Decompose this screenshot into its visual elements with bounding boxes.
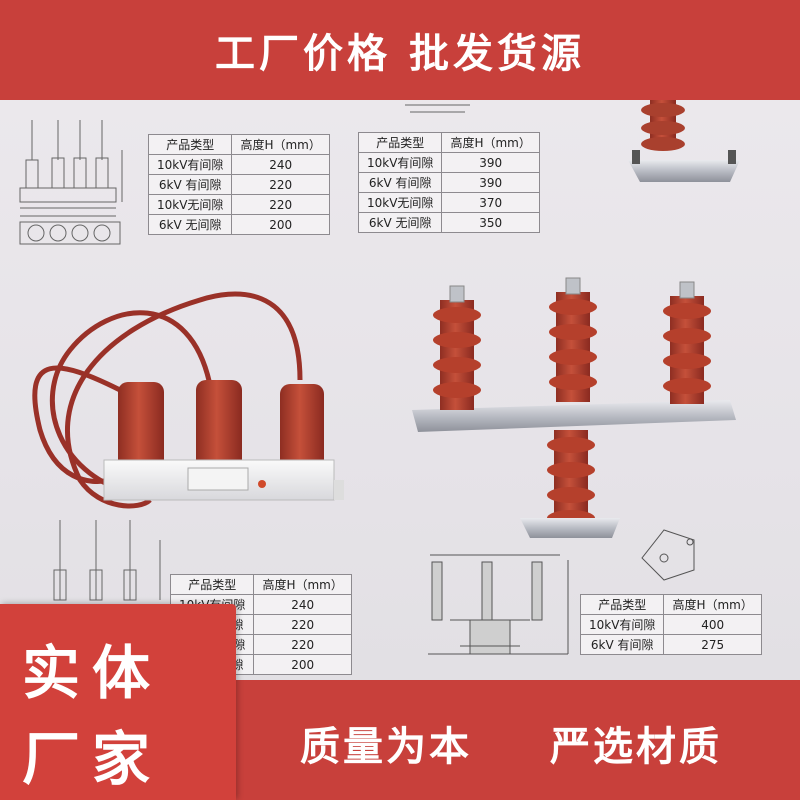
cell-type: 6kV 无间隙 [357,212,443,233]
cell-height: 220 [253,614,352,635]
header-type: 产品类型 [169,574,255,595]
header-height: 高度H（mm） [253,574,352,595]
slogan-right: 严选材质 [550,724,722,770]
cell-height: 220 [231,174,330,195]
cell-height: 200 [253,654,352,675]
cell-height: 370 [441,192,540,213]
drawing-bottom-left [53,520,161,601]
header-height: 高度H（mm） [663,594,762,615]
top-banner: 工厂价格 批发货源 [0,0,800,100]
factory-badge: 实体 厂家 [0,604,236,800]
header-height: 高度H（mm） [231,134,330,155]
header-height: 高度H（mm） [441,132,540,153]
cell-height: 220 [231,194,330,215]
slogan-left: 质量为本 [300,724,472,770]
cell-height: 350 [441,212,540,233]
cell-type: 10kV有间隙 [357,152,443,173]
badge-line-1: 实体 [22,639,163,707]
cell-height: 390 [441,172,540,193]
cell-height: 390 [441,152,540,173]
cell-type: 10kV无间隙 [147,194,233,215]
drawing-top-left [19,120,123,245]
combined-arrester [32,291,344,509]
cell-type: 10kV有间隙 [147,154,233,175]
cell-type: 10kV有间隙 [579,614,665,635]
product-illustration [19,100,740,655]
cell-height: 240 [231,154,330,175]
cell-type: 10kV无间隙 [357,192,443,213]
header-type: 产品类型 [579,594,665,615]
crossbar-arrester [412,277,736,538]
drawing-bottom-center [428,554,569,655]
cell-height: 200 [231,214,330,235]
arrester-top-right [628,100,740,182]
header-type: 产品类型 [357,132,443,153]
drawing-top-middle [405,104,470,113]
header-type: 产品类型 [147,134,233,155]
cell-type: 6kV 有间隙 [147,174,233,195]
drawing-base-plate [641,529,695,581]
cell-type: 6kV 无间隙 [147,214,233,235]
cell-height: 275 [663,634,762,655]
badge-line-2: 厂家 [22,725,163,793]
cell-type: 6kV 有间隙 [357,172,443,193]
cell-height: 400 [663,614,762,635]
banner-title: 工厂价格 批发货源 [215,31,585,77]
cell-type: 6kV 有间隙 [579,634,665,655]
cell-height: 220 [253,634,352,655]
cell-height: 240 [253,594,352,615]
